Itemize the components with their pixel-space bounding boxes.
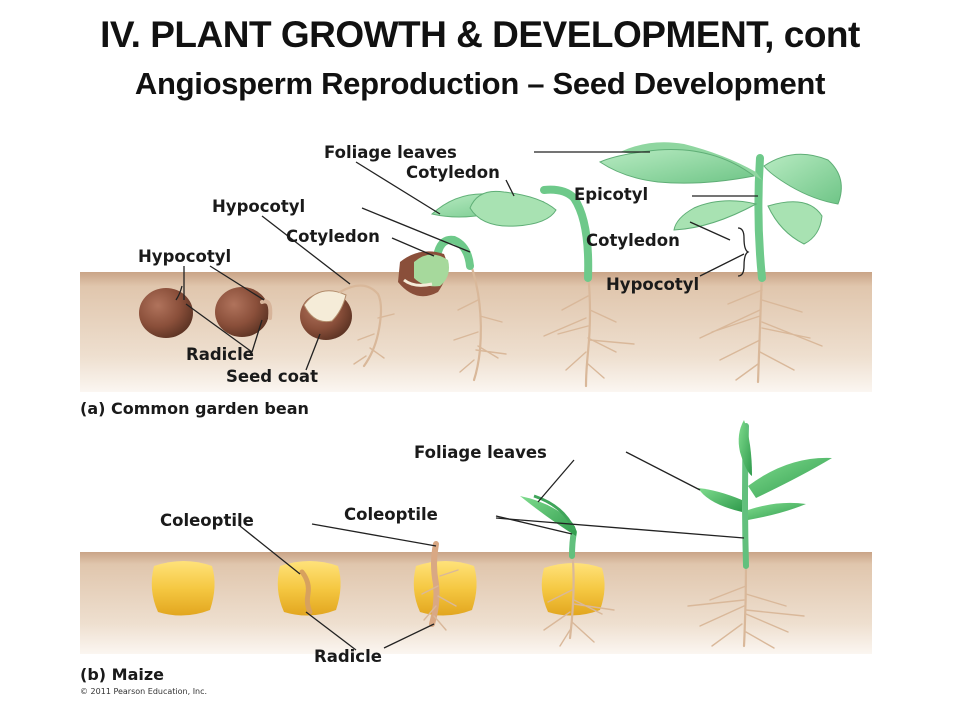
- caption-bean: (a) Common garden bean: [80, 399, 309, 418]
- bean-cotyledon-right: [767, 201, 823, 245]
- maize-kernel-3: [413, 561, 477, 616]
- label-hypocotyl-mid: Hypocotyl: [212, 197, 305, 216]
- maize-leader-lines: [239, 451, 745, 651]
- emerging-radicle-2: [260, 299, 273, 320]
- label-cotyledon-mid: Cotyledon: [286, 227, 380, 246]
- maize-leaf-right: [748, 457, 832, 498]
- label-maize-radicle: Radicle: [314, 647, 382, 666]
- copyright: © 2011 Pearson Education, Inc.: [80, 687, 207, 696]
- label-foliage-leaves: Foliage leaves: [324, 143, 457, 162]
- maize-seedling-4-leaf: [520, 496, 577, 536]
- label-hypocotyl-right: Hypocotyl: [606, 275, 699, 294]
- seed-coat-opening: [303, 290, 347, 323]
- label-seed-coat: Seed coat: [226, 367, 318, 386]
- label-maize-foliage-leaves: Foliage leaves: [414, 443, 547, 462]
- bean-foliage-leaf-right: [763, 153, 842, 205]
- caption-maize: (b) Maize: [80, 665, 164, 684]
- bean-seed-1: [139, 288, 193, 338]
- maize-kernel-1: [151, 561, 215, 616]
- label-hypocotyl-left: Hypocotyl: [138, 247, 231, 266]
- bean-seed-2: [215, 287, 269, 337]
- label-cotyledon-right: Cotyledon: [586, 231, 680, 250]
- hilum-1: [175, 285, 183, 301]
- bean-foliage-leaf-left: [598, 149, 756, 184]
- bean-leader-lines: [183, 151, 758, 371]
- bean-seedling-5-cotyledon: [469, 190, 557, 227]
- page-subtitle: Angiosperm Reproduction – Seed Developme…: [134, 66, 826, 101]
- maize-top-leaf: [738, 420, 752, 476]
- bean-cotyledon-left: [673, 200, 758, 231]
- label-radicle: Radicle: [186, 345, 254, 364]
- maize-leaf-left: [698, 488, 742, 512]
- label-maize-coleoptile-right: Coleoptile: [344, 505, 438, 524]
- label-cotyledon: Cotyledon: [406, 163, 500, 182]
- page-title: IV. PLANT GROWTH & DEVELOPMENT, cont: [100, 14, 860, 55]
- label-epicotyl: Epicotyl: [574, 185, 648, 204]
- bean-seedling-4-cotyledon: [414, 254, 449, 287]
- label-maize-coleoptile-left: Coleoptile: [160, 511, 254, 530]
- maize-leaf-right-lower: [748, 502, 806, 520]
